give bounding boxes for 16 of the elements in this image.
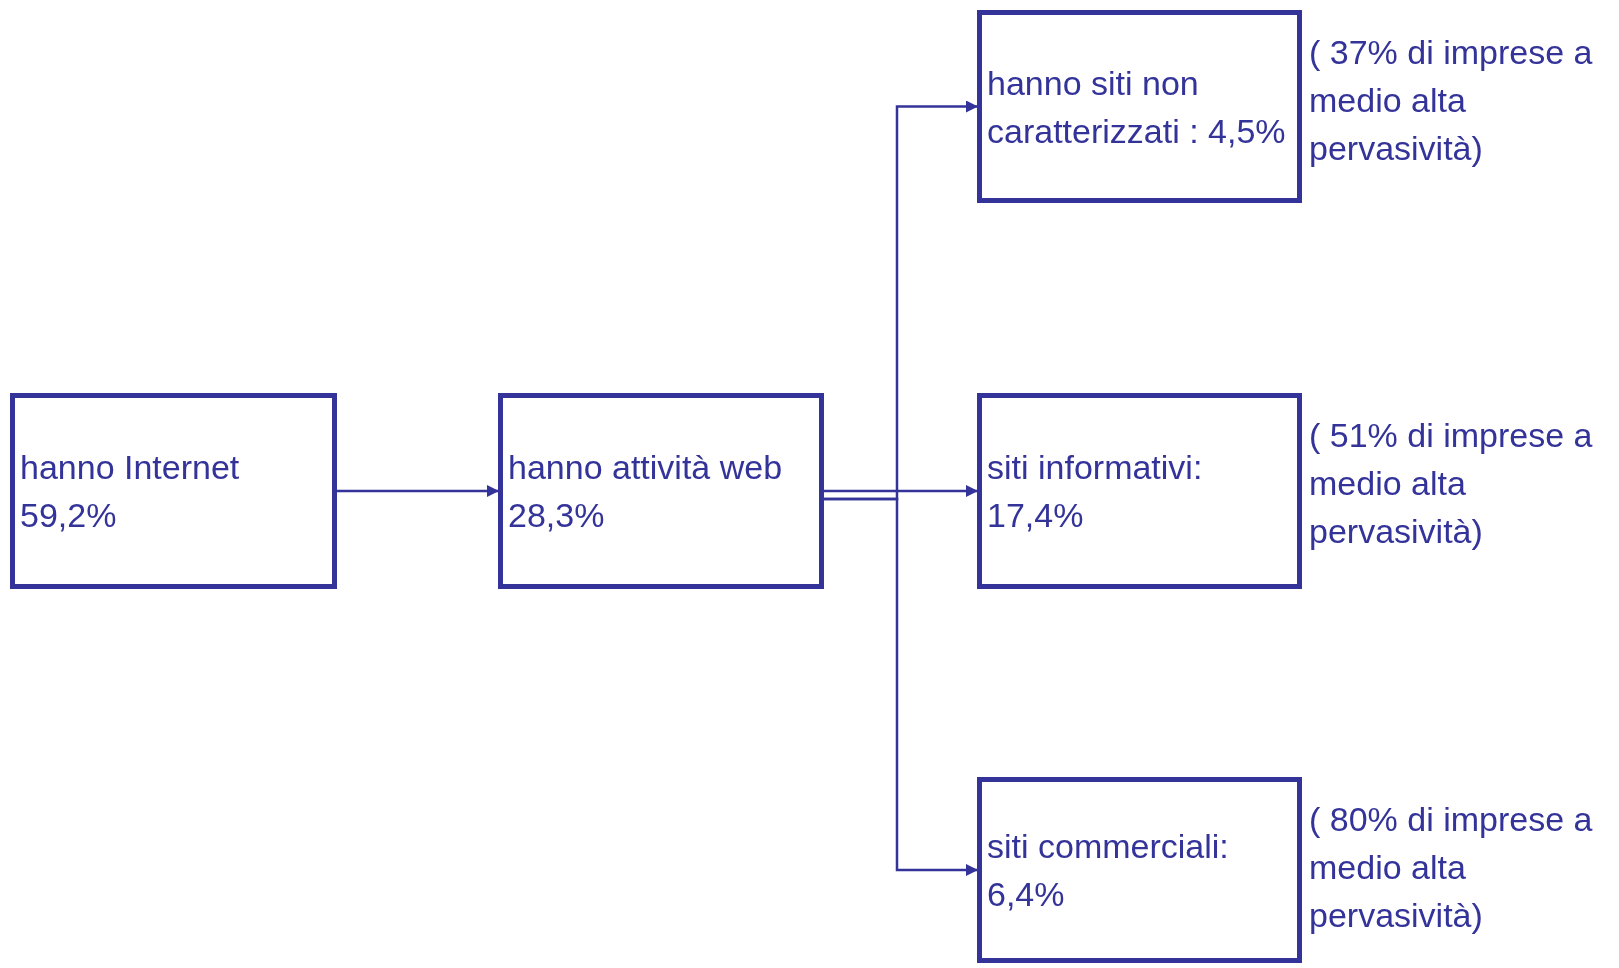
note-text: ( 37% di imprese a medio alta pervasività) bbox=[1309, 32, 1594, 169]
note-text: ( 80% di imprese a medio alta pervasività) bbox=[1309, 799, 1594, 936]
process-box bbox=[977, 393, 1302, 589]
arrow bbox=[824, 485, 978, 497]
note-text: ( 51% di imprese a medio alta pervasività) bbox=[1309, 415, 1594, 552]
process-box bbox=[10, 393, 337, 589]
box-text: siti commerciali: 6,4% bbox=[987, 826, 1230, 915]
box-text: hanno siti non caratterizzati : 4,5% bbox=[987, 62, 1287, 152]
process-box bbox=[977, 10, 1302, 203]
arrow bbox=[337, 485, 499, 497]
box-text: siti informativi: 17,4% bbox=[987, 447, 1204, 536]
process-box bbox=[498, 393, 824, 589]
box-text: hanno Internet 59,2% bbox=[20, 447, 241, 536]
arrow bbox=[824, 497, 978, 876]
box-text: hanno attività web 28,3% bbox=[508, 447, 784, 536]
process-box bbox=[977, 777, 1302, 963]
